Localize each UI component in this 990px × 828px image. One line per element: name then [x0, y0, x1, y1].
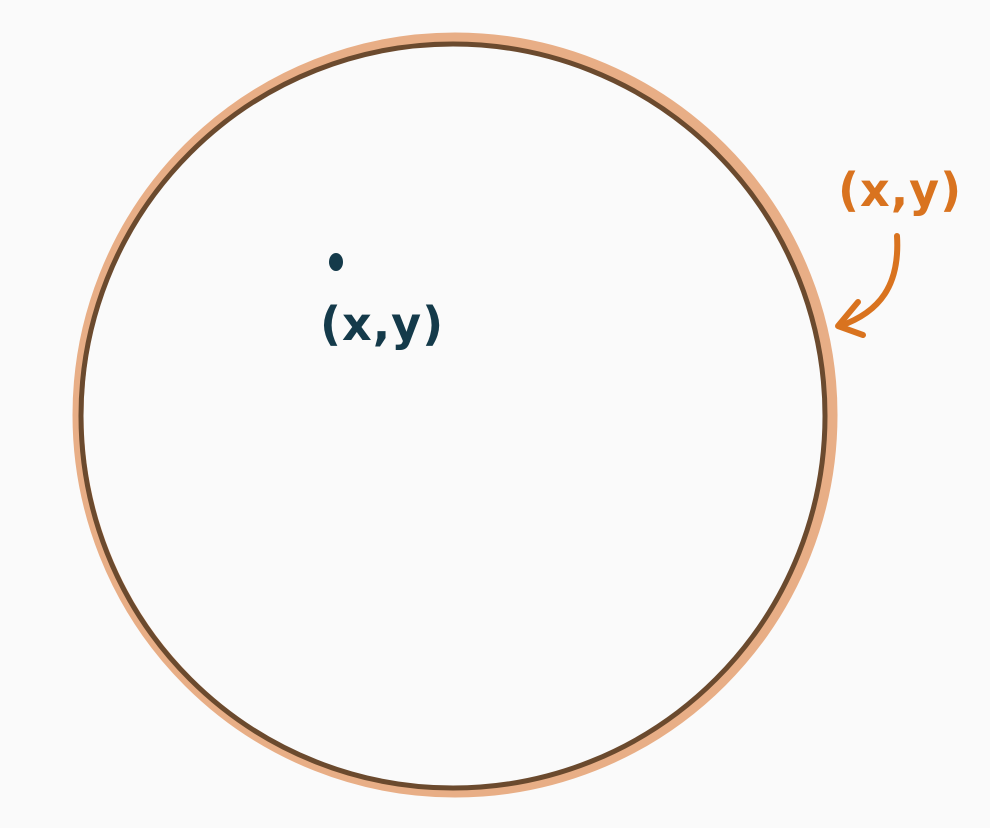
center-point-label: (x,y) — [320, 297, 444, 351]
center-point — [329, 253, 343, 271]
edge-point-label: (x,y) — [838, 163, 962, 217]
circle-outline — [78, 41, 828, 791]
edge-arrow-shaft — [837, 233, 901, 329]
circle-outer-band — [72, 32, 838, 798]
edge-arrow-head — [835, 299, 866, 338]
circle — [72, 32, 838, 798]
edge-arrow — [835, 233, 901, 338]
